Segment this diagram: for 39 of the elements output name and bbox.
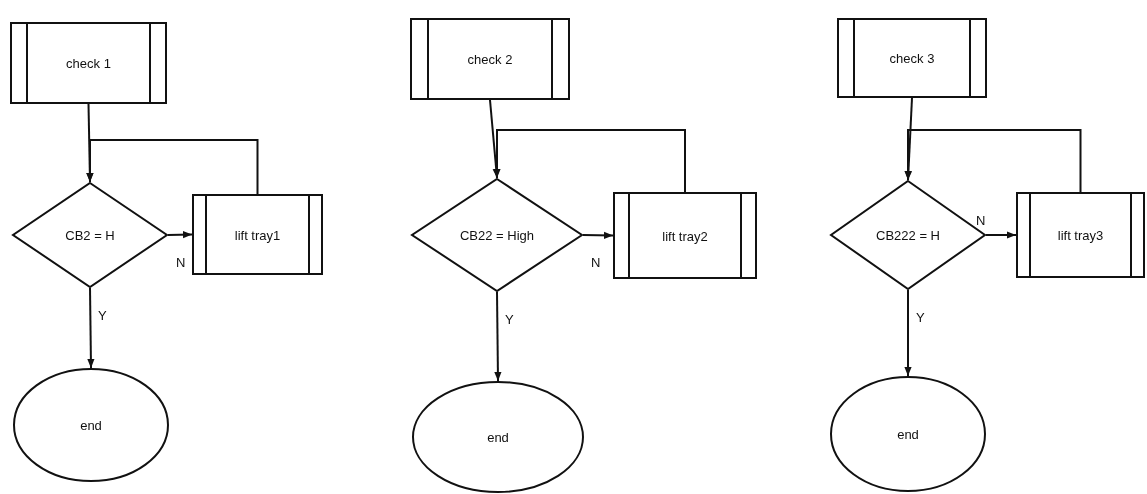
arrow (904, 289, 912, 377)
arrow (582, 231, 614, 239)
terminal-ellipse (13, 368, 169, 482)
edge-label: N (176, 255, 186, 270)
node-label: end (897, 426, 919, 442)
node-label: CB22 = High (459, 227, 535, 243)
decision-diamond (830, 180, 986, 290)
node-label: end (487, 429, 509, 445)
node-label: lift tray3 (1057, 227, 1104, 243)
subroutine-box (837, 18, 987, 98)
subroutine-box (10, 22, 167, 104)
edge-label: Y (916, 310, 925, 325)
decision-diamond (12, 182, 168, 288)
subroutine-box (1016, 192, 1145, 278)
arrow (86, 139, 259, 195)
decision-diamond (411, 178, 583, 292)
arrow (494, 291, 502, 382)
edge-label: Y (505, 312, 514, 327)
subroutine-box (613, 192, 757, 279)
edge-label: N (591, 255, 601, 270)
subroutine-box (410, 18, 570, 100)
arrow (87, 287, 95, 369)
node-label: CB2 = H (65, 227, 115, 243)
node-label: lift tray1 (234, 227, 281, 242)
node-label: check 1 (66, 55, 111, 71)
terminal-ellipse (830, 376, 986, 492)
node-label: lift tray2 (662, 228, 708, 243)
edge-label: Y (98, 308, 107, 323)
subroutine-box (192, 194, 323, 275)
arrow (904, 129, 1082, 193)
arrow (493, 129, 686, 193)
node-label: check 2 (467, 51, 513, 67)
node-label: check 3 (889, 50, 935, 66)
node-label: end (80, 417, 102, 433)
node-label: CB222 = H (876, 227, 940, 243)
edge-label: N (976, 213, 986, 228)
terminal-ellipse (412, 381, 584, 493)
arrow (985, 231, 1017, 239)
arrow (167, 231, 193, 239)
